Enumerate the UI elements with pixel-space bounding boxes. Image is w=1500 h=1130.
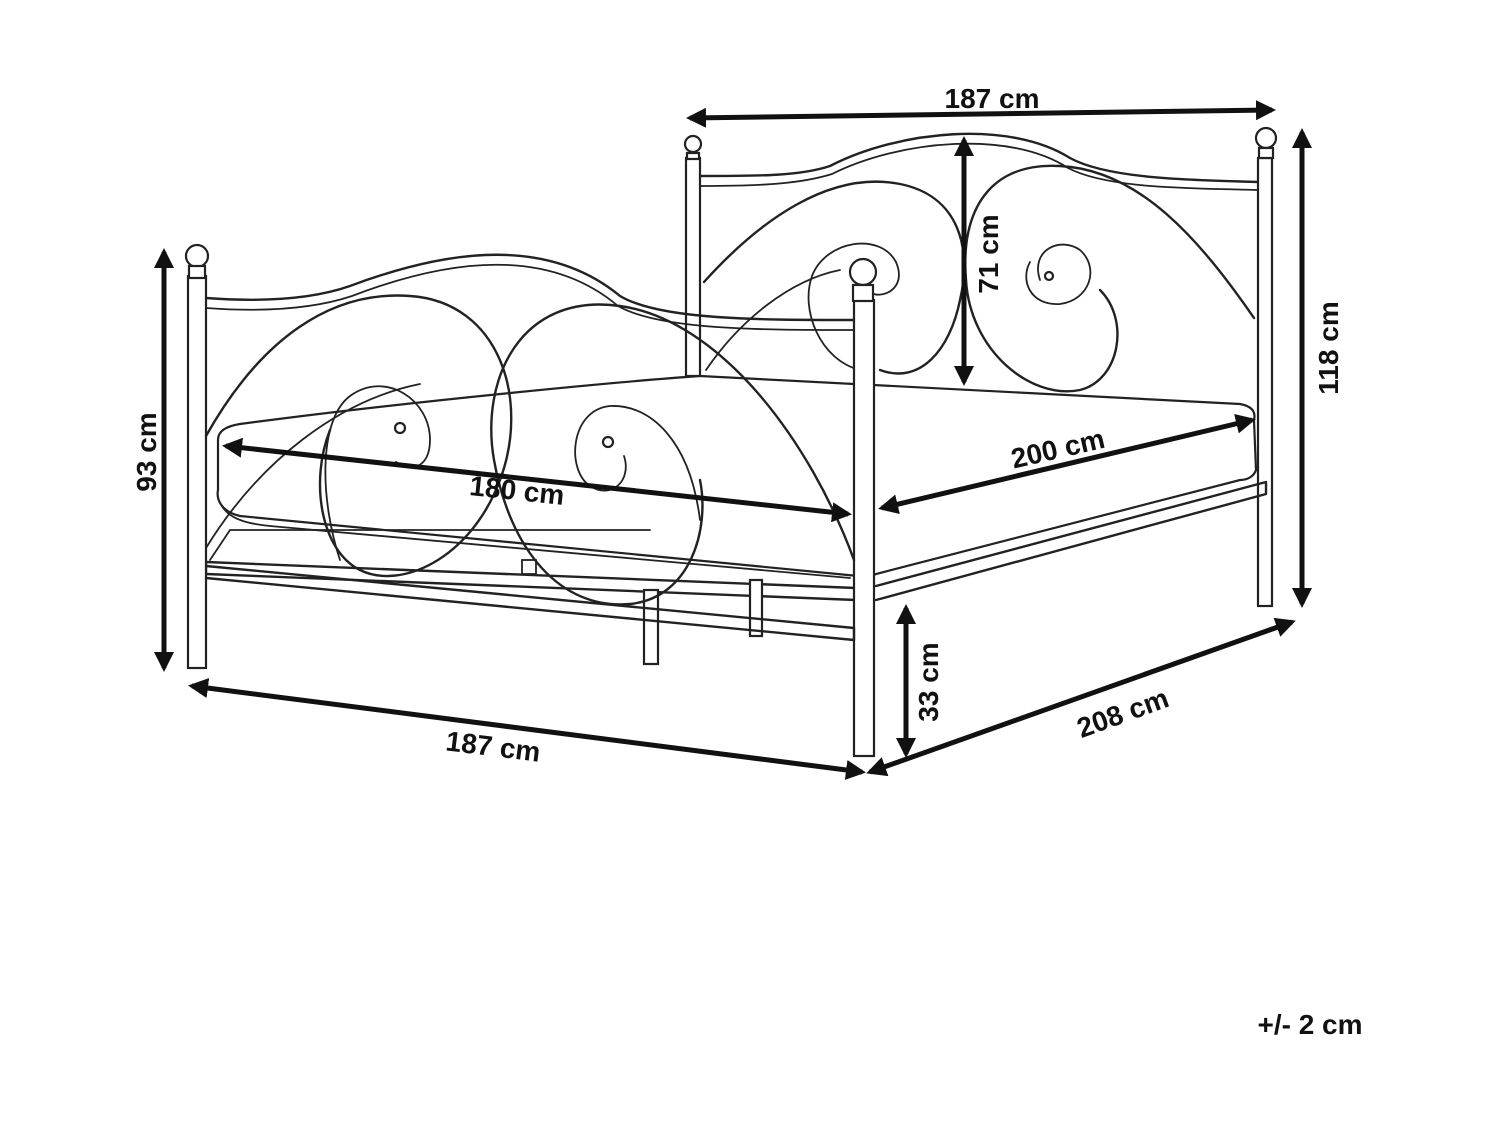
headboard — [683, 126, 1278, 608]
footboard-top-rail-inner — [205, 263, 855, 331]
label-headboard-width: 187 cm — [945, 83, 1040, 114]
label-leg-height: 33 cm — [913, 642, 944, 721]
headboard-finial-collar-right — [1257, 146, 1275, 160]
headboard-finial-collar-left — [685, 151, 701, 161]
headboard-finial-left — [683, 134, 703, 154]
footboard-curl-end-right — [601, 435, 615, 449]
headboard-scroll-right — [964, 164, 1256, 393]
footboard-scroll-right — [490, 303, 856, 606]
side-rail-right — [874, 480, 1268, 602]
label-frame-length: 208 cm — [1073, 682, 1173, 744]
center-bracket — [521, 559, 537, 575]
slat-edge — [209, 529, 651, 561]
footboard-bottom-rail — [204, 564, 856, 642]
headboard-top-rail-inner — [699, 142, 1259, 191]
dim-line-frame-width — [188, 678, 866, 780]
center-leg-rear — [748, 578, 764, 638]
label-footboard-height: 93 cm — [131, 412, 162, 491]
dim-line-frame-length — [866, 617, 1296, 777]
headboard-post-right — [1256, 156, 1274, 608]
label-headboard-inner-height: 71 cm — [973, 214, 1004, 293]
headboard-finial-right — [1254, 126, 1278, 150]
footboard-curl-end-left — [393, 421, 407, 435]
footboard-post-left — [186, 274, 208, 670]
dimension-lines — [154, 100, 1312, 780]
headboard-arc-lower — [705, 269, 841, 371]
dim-line-mattress-length — [878, 413, 1256, 515]
headboard-curl-right — [1025, 243, 1092, 305]
headboard-post-left — [684, 156, 702, 378]
footboard-finial-right — [848, 257, 878, 287]
footboard — [184, 243, 878, 758]
label-headboard-height: 118 cm — [1313, 301, 1344, 394]
dim-line-headboard-width — [686, 100, 1276, 128]
dim-line-mattress-width — [222, 437, 852, 523]
mattress-body — [216, 374, 1258, 579]
footboard-finial-collar-right — [851, 283, 875, 303]
footboard-top-rail — [204, 253, 856, 322]
headboard-curl-left — [807, 242, 900, 371]
headboard-curl-end — [1043, 270, 1055, 282]
mattress — [216, 374, 1258, 579]
label-tolerance: +/- 2 cm — [1257, 1009, 1362, 1040]
footboard-finial-left — [184, 243, 210, 269]
footboard-post-right — [852, 298, 876, 758]
label-frame-width: 187 cm — [444, 725, 542, 767]
headboard-top-rail — [698, 132, 1260, 184]
headboard-scroll-left — [702, 180, 966, 375]
footboard-finial-collar-left — [187, 264, 207, 280]
